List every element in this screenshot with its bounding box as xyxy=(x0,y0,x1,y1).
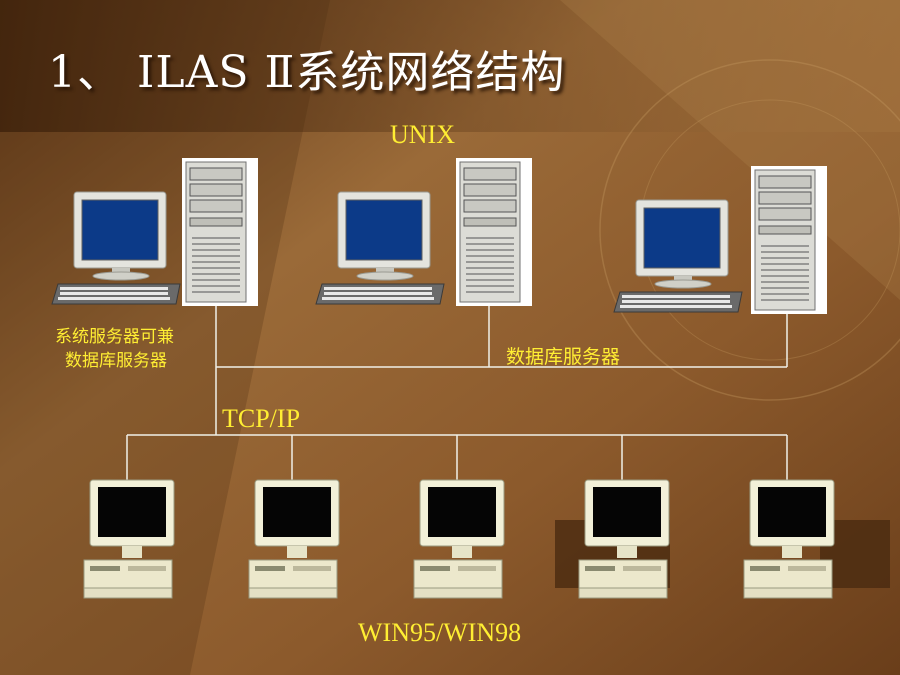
server-db-1 xyxy=(315,157,533,307)
system-server-label-line2: 数据库服务器 xyxy=(65,351,167,371)
tcpip-label: TCP/IP xyxy=(222,404,301,433)
client-1 xyxy=(83,479,175,599)
server-db-2 xyxy=(613,165,828,315)
unix-label: UNIX xyxy=(390,120,455,149)
client-4 xyxy=(578,479,670,599)
server-system xyxy=(51,157,259,307)
clients-label: WIN95/WIN98 xyxy=(358,618,522,647)
system-server-label: 系统服务器可兼 xyxy=(55,327,174,347)
tcpip-bus xyxy=(126,434,788,480)
client-5 xyxy=(743,479,835,599)
db-server-label: 数据库服务器 xyxy=(506,346,621,368)
unix-network-lines xyxy=(215,306,788,435)
client-3 xyxy=(413,479,505,599)
client-2 xyxy=(248,479,340,599)
slide-title: 1、 ILAS Ⅱ系统网络结构 xyxy=(48,47,566,98)
